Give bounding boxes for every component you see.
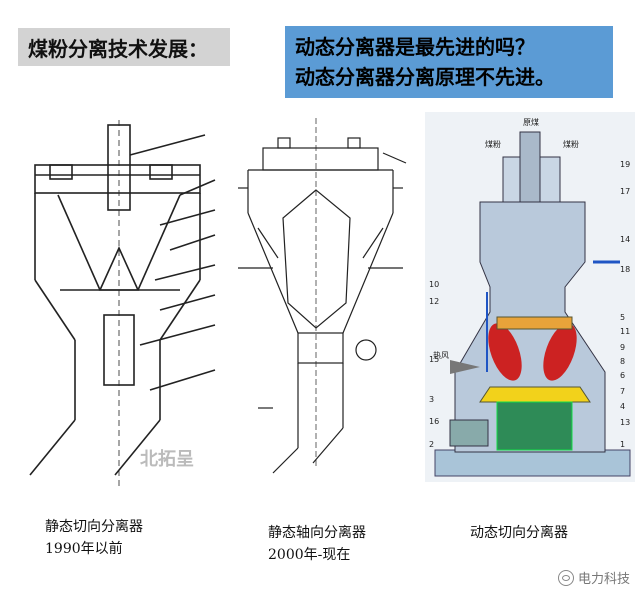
question-line-1: 动态分离器是最先进的吗？ bbox=[295, 35, 535, 59]
watermark-text: 电力科技 bbox=[577, 572, 630, 587]
part-number: 13 bbox=[620, 418, 630, 427]
caption-title: 动态切向分离器 bbox=[470, 525, 568, 541]
part-numbers-left: 10 12 15 3 16 2 bbox=[429, 280, 439, 449]
part-number: 10 bbox=[429, 280, 439, 289]
dynamic-tangential-separator-diagram: 原煤 煤粉 煤粉 热风 19 17 14 18 5 11 9 8 6 7 4 1… bbox=[425, 112, 635, 482]
label-coal-powder-left: 煤粉 bbox=[485, 139, 501, 149]
source-watermark: 电力科技 bbox=[557, 568, 630, 587]
part-number: 12 bbox=[429, 297, 439, 306]
caption-period: 2000年-现在 bbox=[268, 547, 351, 563]
part-number: 6 bbox=[620, 371, 625, 380]
part-number: 5 bbox=[620, 313, 625, 322]
part-number: 15 bbox=[429, 355, 439, 364]
part-number: 16 bbox=[429, 417, 439, 426]
static-axial-separator-diagram bbox=[238, 118, 407, 474]
label-hot-air: 热风 bbox=[433, 350, 449, 360]
part-number: 7 bbox=[620, 387, 625, 396]
part-number: 8 bbox=[620, 357, 625, 366]
caption-static-tangential: 静态切向分离器 1990年以前 bbox=[45, 516, 143, 560]
label-coal-powder-right: 煤粉 bbox=[563, 139, 579, 149]
wechat-icon bbox=[557, 569, 574, 586]
part-number: 1 bbox=[620, 440, 625, 449]
caption-dynamic-tangential: 动态切向分离器 bbox=[470, 522, 568, 544]
part-number: 17 bbox=[620, 187, 630, 196]
part-number: 3 bbox=[429, 395, 434, 404]
part-number: 18 bbox=[620, 265, 630, 274]
caption-period: 1990年以前 bbox=[45, 541, 123, 557]
caption-title: 静态切向分离器 bbox=[45, 519, 143, 535]
part-number: 14 bbox=[620, 235, 630, 244]
caption-static-axial: 静态轴向分离器 2000年-现在 bbox=[268, 522, 366, 566]
caption-title: 静态轴向分离器 bbox=[268, 525, 366, 541]
label-raw-coal: 原煤 bbox=[523, 117, 539, 127]
question-line-2: 动态分离器分离原理不先进。 bbox=[295, 65, 555, 89]
part-number: 9 bbox=[620, 343, 625, 352]
static-tangential-separator-diagram: 北拓呈 bbox=[29, 120, 216, 490]
slide-title: 煤粉分离技术发展： bbox=[18, 28, 230, 66]
diagram-watermark: 北拓呈 bbox=[140, 448, 194, 470]
part-number: 4 bbox=[620, 402, 625, 411]
part-numbers-right: 19 17 14 18 5 11 9 8 6 7 4 13 1 bbox=[620, 160, 630, 449]
part-number: 2 bbox=[429, 440, 434, 449]
part-number: 19 bbox=[620, 160, 630, 169]
part-number: 11 bbox=[620, 327, 630, 336]
question-callout: 动态分离器是最先进的吗？ 动态分离器分离原理不先进。 bbox=[285, 26, 613, 98]
